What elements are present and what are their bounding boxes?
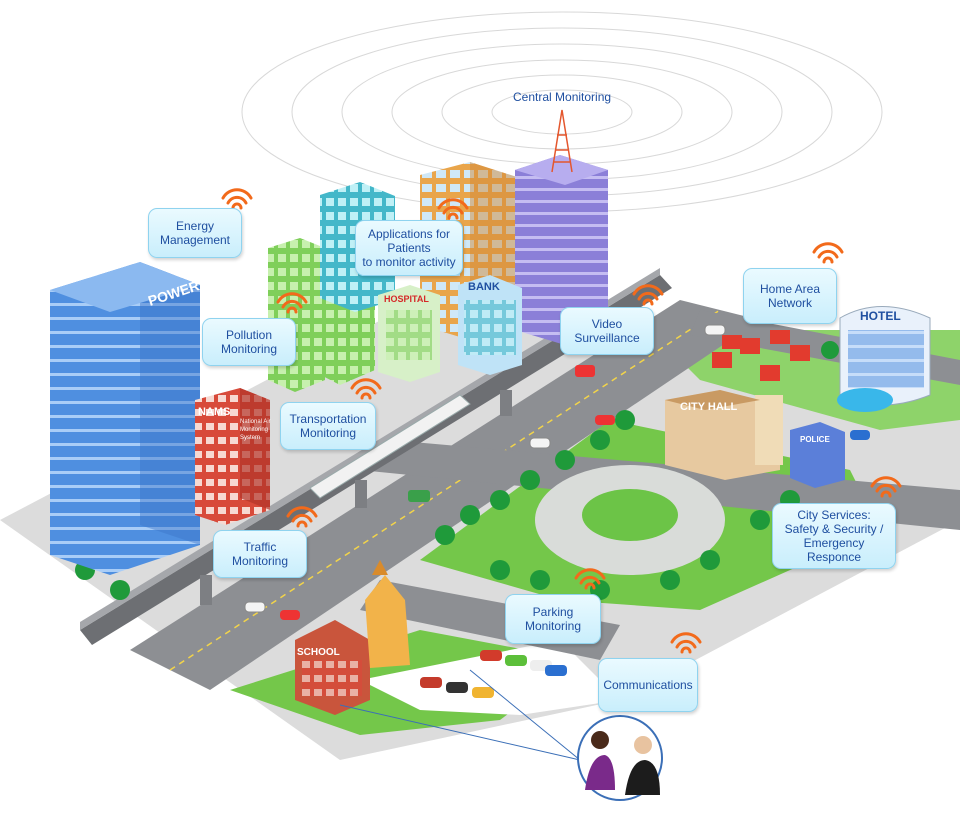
hotel-sign: HOTEL bbox=[860, 309, 901, 323]
hospital-building bbox=[378, 285, 440, 382]
patients-app-text: Applications for Patients to monitor act… bbox=[362, 227, 456, 269]
video-surveillance-text: Video Surveillance bbox=[574, 317, 640, 345]
wifi-icons bbox=[221, 188, 902, 654]
city-services-bubble: City Services: Safety & Security / Emerg… bbox=[772, 503, 896, 569]
school-building bbox=[295, 620, 370, 715]
video-surveillance-bubble: Video Surveillance bbox=[560, 307, 654, 355]
antenna-tower bbox=[551, 109, 573, 173]
transportation-monitoring-bubble: Transportation Monitoring bbox=[280, 402, 376, 450]
bank-sign: BANK bbox=[468, 281, 500, 293]
nams-full-label: National Air Monitoring System bbox=[240, 419, 271, 441]
central-monitoring-label: Central Monitoring bbox=[513, 90, 612, 104]
church-building bbox=[365, 560, 410, 668]
communications-bubble: Communications bbox=[598, 658, 698, 712]
traffic-monitoring-bubble: Traffic Monitoring bbox=[213, 530, 307, 578]
power-building bbox=[50, 262, 200, 575]
home-area-network-bubble: Home Area Network bbox=[743, 268, 837, 324]
road-cars bbox=[244, 324, 870, 620]
hospital-sign: HOSPITAL bbox=[384, 294, 429, 304]
people-circle bbox=[577, 715, 663, 801]
school-sign: SCHOOL bbox=[297, 647, 340, 658]
nams-sign: NAMS bbox=[198, 406, 230, 418]
nams-building bbox=[195, 388, 270, 525]
communication-links bbox=[339, 669, 581, 761]
parking-cars bbox=[420, 650, 567, 698]
city-services-text: City Services: Safety & Security / Emerg… bbox=[784, 508, 884, 564]
energy-management-text: Energy Management bbox=[159, 219, 231, 247]
bank-building bbox=[458, 275, 522, 375]
parking-monitoring-text: Parking Monitoring bbox=[524, 605, 582, 633]
transportation-monitoring-text: Transportation Monitoring bbox=[289, 412, 367, 440]
police-building bbox=[790, 422, 845, 488]
purple-tower bbox=[515, 155, 608, 345]
police-sign: POLICE bbox=[800, 435, 830, 444]
city-hall-building bbox=[665, 390, 783, 480]
energy-management-bubble: Energy Management bbox=[148, 208, 242, 258]
city-hall-sign: CITY HALL bbox=[680, 401, 738, 413]
traffic-monitoring-text: Traffic Monitoring bbox=[231, 540, 289, 568]
communications-text: Communications bbox=[603, 678, 693, 692]
patients-app-bubble: Applications for Patients to monitor act… bbox=[355, 220, 463, 276]
parking-monitoring-bubble: Parking Monitoring bbox=[505, 594, 601, 644]
hotel-building bbox=[837, 306, 931, 412]
home-area-network-text: Home Area Network bbox=[759, 282, 821, 310]
home-area-houses bbox=[712, 330, 810, 381]
pollution-monitoring-bubble: Pollution Monitoring bbox=[202, 318, 296, 366]
pollution-monitoring-text: Pollution Monitoring bbox=[220, 328, 278, 356]
central-park bbox=[75, 341, 864, 600]
